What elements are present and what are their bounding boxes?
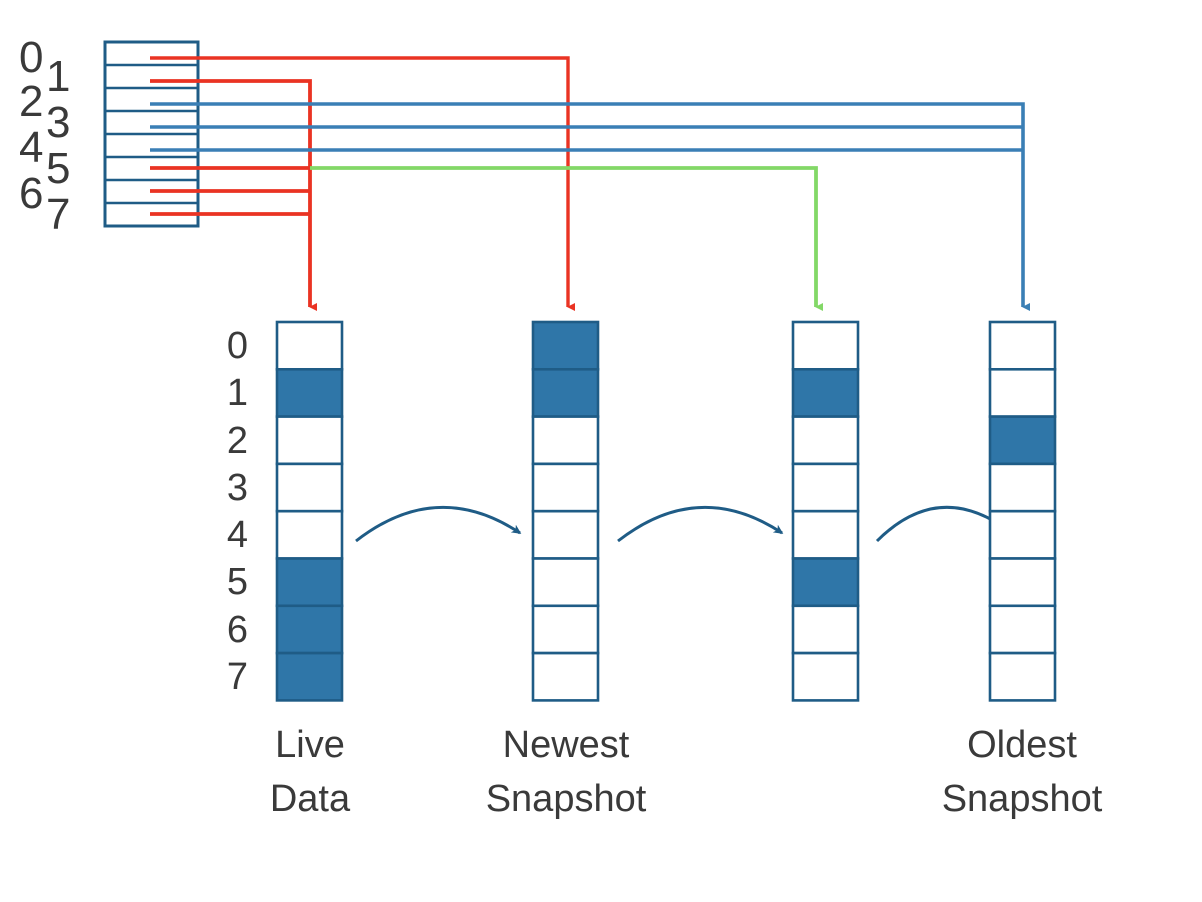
link-row0-to-newest-snapshot: [150, 56, 575, 312]
cell-live-data-4[interactable]: [275, 509, 344, 560]
source-index-label-5: 5: [46, 144, 71, 193]
link-row2-to-oldest-snapshot: [150, 102, 1030, 312]
row-label-6: 6: [226, 609, 248, 651]
row-label-0: 0: [226, 325, 248, 367]
row-label-4: 4: [226, 514, 248, 556]
link-row1-to-live-data: [150, 79, 317, 312]
cell-oldest-snapshot-0[interactable]: [988, 320, 1057, 371]
column-newest-snapshot[interactable]: [531, 320, 600, 702]
row-label-2: 2: [226, 420, 248, 462]
source-index-label-6: 6: [19, 169, 44, 218]
cell-newest-snapshot-1[interactable]: [531, 367, 600, 418]
caption-newest-snapshot-line2: Snapshot: [485, 778, 647, 820]
row-label-3: 3: [226, 467, 248, 509]
source-index-label-0: 0: [19, 33, 44, 82]
cell-middle-snapshot-1[interactable]: [791, 367, 860, 418]
cell-oldest-snapshot-1[interactable]: [988, 367, 1057, 418]
source-index-label-3: 3: [46, 98, 71, 147]
caption-live-data-line2: Data: [269, 778, 351, 820]
cell-oldest-snapshot-5[interactable]: [988, 557, 1057, 608]
cell-middle-snapshot-7[interactable]: [791, 651, 860, 702]
cell-newest-snapshot-4[interactable]: [531, 509, 600, 560]
cell-middle-snapshot-4[interactable]: [791, 509, 860, 560]
cell-newest-snapshot-0[interactable]: [531, 320, 600, 371]
column-live-data[interactable]: [275, 320, 344, 702]
source-table: [103, 40, 200, 228]
flow-arrow-live-to-newest: [355, 506, 522, 543]
row-label-7: 7: [226, 656, 248, 698]
cell-oldest-snapshot-4[interactable]: [988, 509, 1057, 560]
row-label-5: 5: [226, 561, 248, 603]
cell-newest-snapshot-3[interactable]: [531, 462, 600, 513]
source-index-label-2: 2: [19, 77, 44, 126]
cell-live-data-0[interactable]: [275, 320, 344, 371]
column-middle-snapshot[interactable]: [791, 320, 860, 702]
cell-newest-snapshot-7[interactable]: [531, 651, 600, 702]
cell-newest-snapshot-2[interactable]: [531, 415, 600, 466]
cell-live-data-3[interactable]: [275, 462, 344, 513]
cell-middle-snapshot-2[interactable]: [791, 415, 860, 466]
cell-oldest-snapshot-6[interactable]: [988, 604, 1057, 655]
cell-live-data-2[interactable]: [275, 415, 344, 466]
caption-live-data-line1: Live: [275, 724, 345, 766]
cell-live-data-1[interactable]: [275, 367, 344, 418]
caption-newest-snapshot-line1: Newest: [502, 724, 630, 766]
cell-middle-snapshot-5[interactable]: [791, 557, 860, 608]
cell-live-data-6[interactable]: [275, 604, 344, 655]
source-index-label-4: 4: [19, 123, 44, 172]
link-row5-to-middle-snapshot: [310, 166, 823, 312]
cell-live-data-5[interactable]: [275, 557, 344, 608]
caption-oldest-snapshot-line2: Snapshot: [941, 778, 1103, 820]
cell-middle-snapshot-0[interactable]: [791, 320, 860, 371]
cell-oldest-snapshot-2[interactable]: [988, 415, 1057, 466]
cell-middle-snapshot-6[interactable]: [791, 604, 860, 655]
column-oldest-snapshot[interactable]: [988, 320, 1057, 702]
cell-oldest-snapshot-7[interactable]: [988, 651, 1057, 702]
caption-oldest-snapshot-line1: Oldest: [967, 724, 1077, 766]
source-index-label-7: 7: [46, 190, 71, 239]
cell-middle-snapshot-3[interactable]: [791, 462, 860, 513]
cell-live-data-7[interactable]: [275, 651, 344, 702]
cell-oldest-snapshot-3[interactable]: [988, 462, 1057, 513]
cell-newest-snapshot-5[interactable]: [531, 557, 600, 608]
source-index-label-1: 1: [46, 52, 71, 101]
cell-newest-snapshot-6[interactable]: [531, 604, 600, 655]
row-label-1: 1: [226, 372, 248, 414]
flow-arrow-newest-to-middle: [617, 506, 784, 543]
